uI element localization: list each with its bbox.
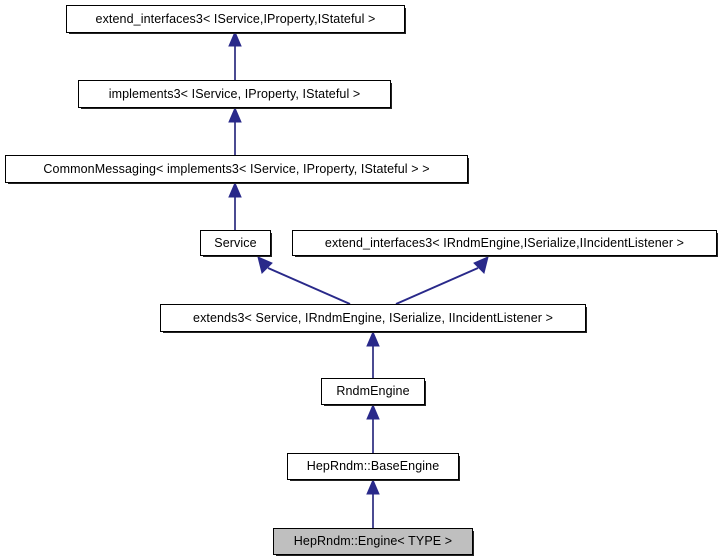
node-label: extends3< Service, IRndmEngine, ISeriali… — [193, 310, 553, 325]
node-label: RndmEngine — [336, 384, 410, 399]
edge-service-to-commonmessaging — [228, 181, 242, 230]
node-label: HepRndm::Engine< TYPE > — [293, 534, 453, 549]
node-service[interactable]: Service — [200, 230, 271, 256]
edge-rndmengine-to-extends3 — [366, 330, 380, 378]
node-label: extend_interfaces3< IService,IProperty,I… — [95, 11, 376, 26]
node-extends3[interactable]: extends3< Service, IRndmEngine, ISeriali… — [160, 304, 586, 332]
edge-extends3-to-service — [257, 256, 351, 305]
node-implements3-service[interactable]: implements3< IService, IProperty, IState… — [78, 80, 391, 108]
node-label: Service — [214, 235, 257, 250]
edge-implements3-to-extend-interfaces3-service — [228, 30, 242, 80]
node-label: implements3< IService, IProperty, IState… — [108, 86, 361, 101]
node-hep-rndm-engine-type[interactable]: HepRndm::Engine< TYPE > — [273, 528, 473, 555]
node-extend-interfaces3-service[interactable]: extend_interfaces3< IService,IProperty,I… — [66, 5, 405, 33]
node-extend-interfaces3-rndm[interactable]: extend_interfaces3< IRndmEngine,ISeriali… — [292, 230, 717, 256]
edge-extends3-to-extend-interfaces3-rndm — [395, 256, 489, 305]
edge-commonmessaging-to-implements3 — [228, 106, 242, 155]
edge-engine-to-baseengine — [366, 478, 380, 528]
node-hep-rndm-base-engine[interactable]: HepRndm::BaseEngine — [287, 453, 459, 480]
node-label: extend_interfaces3< IRndmEngine,ISeriali… — [324, 235, 685, 250]
node-label: HepRndm::BaseEngine — [306, 459, 440, 474]
node-label: CommonMessaging< implements3< IService, … — [43, 161, 430, 176]
node-common-messaging[interactable]: CommonMessaging< implements3< IService, … — [5, 155, 468, 183]
node-rndm-engine[interactable]: RndmEngine — [321, 378, 425, 405]
edge-baseengine-to-rndmengine — [366, 403, 380, 453]
